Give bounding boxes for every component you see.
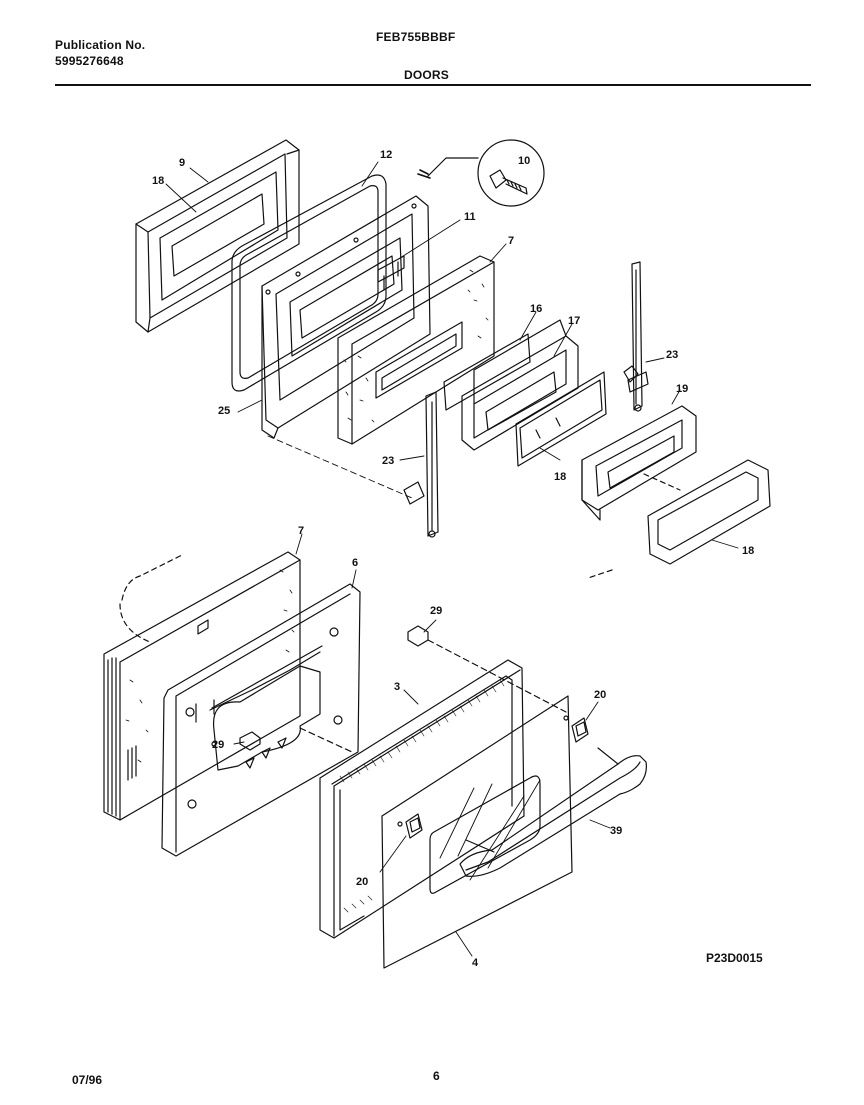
callout-39: 39 [610, 825, 622, 837]
publication-number: 5995276648 [55, 54, 124, 68]
callout-29-lower: 29 [212, 739, 224, 751]
part-7-insulation-upper [337, 255, 495, 445]
callout-17: 17 [568, 315, 580, 327]
callout-9: 9 [179, 157, 185, 169]
part-4-outer-door-glass [381, 695, 573, 969]
part-9-door-frame [135, 139, 300, 333]
callout-12: 12 [380, 149, 392, 161]
section-title: DOORS [404, 68, 450, 82]
callout-18-middle: 18 [554, 471, 566, 483]
part-23-hinge-center [403, 391, 439, 538]
callout-23-center: 23 [382, 455, 394, 467]
part-29-bumper [239, 625, 567, 753]
part-19-vent-duct [581, 405, 697, 521]
part-10-screw-detail [417, 139, 545, 207]
callout-23-right: 23 [666, 349, 678, 361]
part-3-door-trim [319, 659, 525, 939]
callout-7-upper: 7 [508, 235, 514, 247]
part-18-glass-middle [515, 371, 607, 467]
callout-7-lower: 7 [298, 525, 304, 537]
leader-lines-top [165, 161, 739, 549]
callout-19: 19 [676, 383, 688, 395]
callout-3: 3 [394, 681, 400, 693]
header-rule [55, 84, 811, 86]
callout-20-left: 20 [356, 876, 368, 888]
callout-18-glass-upper: 18 [152, 175, 164, 187]
page-number: 6 [433, 1069, 440, 1083]
diagram-code: P23D0015 [706, 951, 763, 965]
callout-29-upper: 29 [430, 605, 442, 617]
callout-18-right: 18 [742, 545, 754, 557]
part-23-hinge-right [623, 261, 649, 412]
callout-6: 6 [352, 557, 358, 569]
part-18-frame-right [587, 459, 771, 579]
part-16-glass-panel [443, 333, 531, 411]
part-11-bracket [377, 255, 405, 291]
part-20-handle-mount [397, 715, 589, 839]
callout-10: 10 [518, 155, 530, 167]
callout-20-right: 20 [594, 689, 606, 701]
part-25-door-liner [261, 195, 431, 439]
callout-25: 25 [218, 405, 230, 417]
callout-labels: 9 18 12 10 11 7 16 17 23 19 25 23 18 18 … [152, 149, 754, 969]
callout-11: 11 [464, 211, 476, 223]
leader-lines-bottom [233, 533, 611, 957]
model-number: FEB755BBBF [376, 30, 456, 44]
callout-4: 4 [472, 957, 479, 969]
callout-16: 16 [530, 303, 542, 315]
footer-date: 07/96 [72, 1073, 103, 1087]
part-6-inner-panel [161, 583, 361, 857]
publication-label: Publication No. [55, 38, 146, 52]
part-39-door-handle [459, 747, 647, 877]
part-7-insulation-lower [103, 551, 301, 821]
part-12-gasket [231, 174, 387, 392]
